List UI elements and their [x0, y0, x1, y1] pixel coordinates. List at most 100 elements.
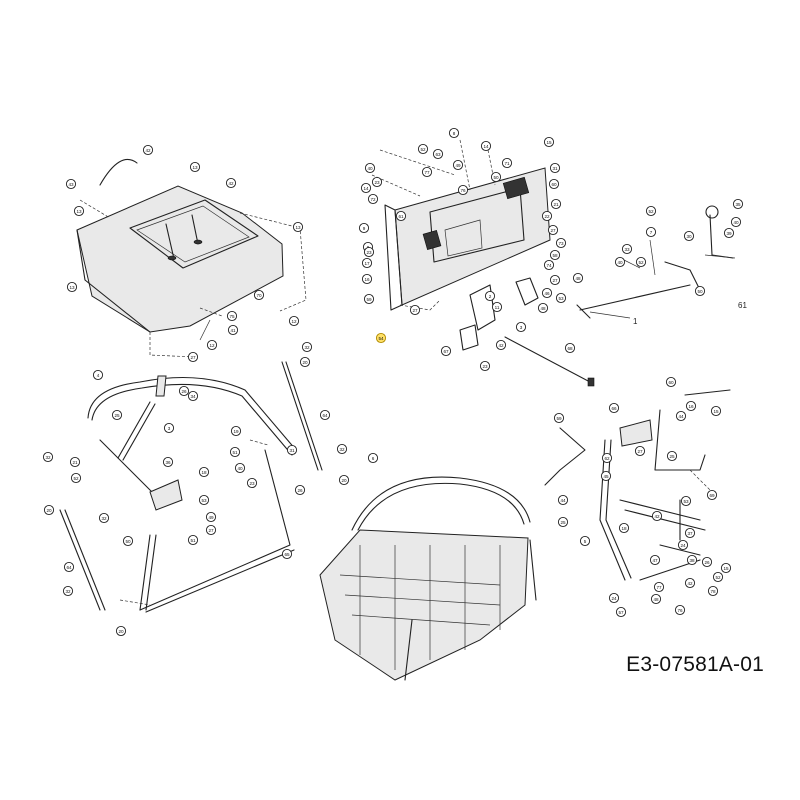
callout-number: 13 — [69, 285, 75, 290]
callout-number: 25 — [560, 520, 566, 525]
callout-number: 66 — [611, 406, 617, 411]
callout-38: 38 — [686, 554, 698, 566]
callout-76: 76 — [674, 604, 686, 616]
callout-32: 32 — [301, 341, 313, 353]
callout-23: 23 — [479, 360, 491, 372]
callout-number: 50 — [697, 289, 703, 294]
callout-number: 32 — [45, 455, 51, 460]
callout-47: 47 — [649, 554, 661, 566]
callout-60: 60 — [548, 178, 560, 190]
callout-59: 59 — [363, 293, 375, 305]
callout-42: 42 — [142, 144, 154, 156]
callout-36: 36 — [162, 456, 174, 468]
callout-16: 16 — [361, 273, 373, 285]
callout-number: 58 — [552, 253, 558, 258]
callout-24: 24 — [677, 539, 689, 551]
callout-number: 20 — [118, 629, 124, 634]
callout-number: 76 — [677, 608, 683, 613]
callout-42: 42 — [225, 177, 237, 189]
callout-42: 42 — [495, 339, 507, 351]
callout-13: 13 — [292, 221, 304, 233]
callout-number: 3 — [520, 325, 523, 330]
callout-number: 15 — [713, 409, 719, 414]
callout-32: 32 — [42, 451, 54, 463]
callout-number: 32 — [65, 589, 71, 594]
callout-50: 50 — [694, 285, 706, 297]
callout-46: 46 — [541, 287, 553, 299]
callout-69: 69 — [706, 489, 718, 501]
callout-number: 60 — [551, 182, 557, 187]
callout-number: 27 — [552, 278, 558, 283]
callout-32: 32 — [62, 585, 74, 597]
callout-number: 26 — [297, 488, 303, 493]
callout-45: 45 — [600, 470, 612, 482]
callout-6: 6 — [367, 452, 379, 464]
callout-number: 24 — [680, 543, 686, 548]
callout-number: 18 — [201, 470, 207, 475]
callout-77: 77 — [421, 166, 433, 178]
callout-number: 17 — [364, 261, 370, 266]
callout-number: 40 — [367, 166, 373, 171]
callout-64: 64 — [63, 561, 75, 573]
callout-number: 59 — [366, 297, 372, 302]
callout-34: 34 — [187, 390, 199, 402]
callout-number: 42 — [498, 343, 504, 348]
callout-number: 53 — [558, 296, 564, 301]
callout-50: 50 — [490, 171, 502, 183]
callout-number: 63 — [435, 152, 441, 157]
callout-number: 27 — [550, 228, 556, 233]
callout-23: 23 — [363, 246, 375, 258]
callout-15: 15 — [710, 405, 722, 417]
callout-25: 25 — [557, 516, 569, 528]
callout-25: 25 — [111, 409, 123, 421]
callout-number: 54 — [378, 336, 384, 341]
callout-number: 57 — [618, 610, 624, 615]
callout-number: 26 — [181, 389, 187, 394]
callout-26: 26 — [178, 385, 190, 397]
callout-number: 41 — [230, 328, 236, 333]
callout-51: 51 — [229, 446, 241, 458]
callout-number: 35 — [735, 202, 741, 207]
callout-number: 25 — [114, 413, 120, 418]
callout-number: 48 — [540, 306, 546, 311]
callout-20: 20 — [299, 356, 311, 368]
callout-32: 32 — [98, 512, 110, 524]
callout-number: 16 — [688, 404, 694, 409]
callout-15: 15 — [543, 136, 555, 148]
callout-number: 47 — [652, 558, 658, 563]
callout-number: 42 — [228, 181, 234, 186]
callout-13: 13 — [73, 205, 85, 217]
callout-42: 42 — [651, 510, 663, 522]
callout-16: 16 — [685, 400, 697, 412]
callout-number: 23 — [366, 250, 372, 255]
callout-number: 52 — [715, 575, 721, 580]
callout-27: 27 — [205, 524, 217, 536]
callout-58: 58 — [549, 249, 561, 261]
callout-number: 45 — [603, 474, 609, 479]
callout-number: 30 — [686, 234, 692, 239]
callout-number: 49 — [208, 515, 214, 520]
part-label-1: 1 — [633, 317, 638, 326]
callout-27: 27 — [549, 274, 561, 286]
callout-22: 22 — [541, 210, 553, 222]
callout-number: 50 — [125, 539, 131, 544]
callout-26: 26 — [294, 484, 306, 496]
callout-48: 48 — [650, 593, 662, 605]
callout-15: 15 — [720, 562, 732, 574]
callout-number: 73 — [558, 241, 564, 246]
callout-number: 60 — [668, 380, 674, 385]
callout-57: 57 — [615, 606, 627, 618]
callout-number: 42 — [145, 148, 151, 153]
callout-number: 68 — [567, 346, 573, 351]
callout-number: 37 — [687, 531, 693, 536]
callout-number: 9 — [363, 226, 366, 231]
callout-number: 59 — [556, 416, 562, 421]
callout-21: 21 — [69, 456, 81, 468]
callout-49: 49 — [452, 159, 464, 171]
callout-23: 23 — [371, 176, 383, 188]
callout-43: 43 — [65, 178, 77, 190]
callout-number: 39 — [726, 231, 732, 236]
callout-27: 27 — [409, 304, 421, 316]
callout-number: 77 — [656, 585, 662, 590]
